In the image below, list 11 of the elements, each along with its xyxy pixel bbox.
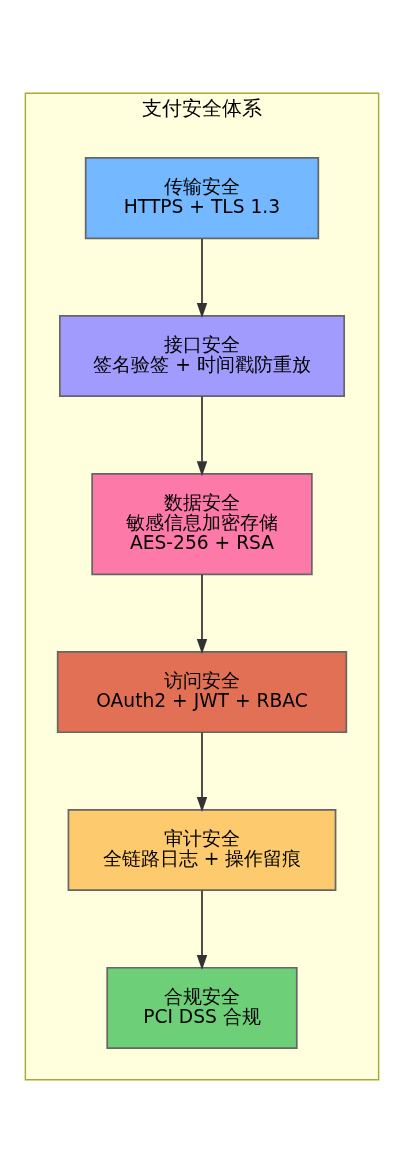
node-box: 合规安全 PCI DSS 合规 [106,966,298,1049]
node-box: 数据安全 敏感信息加密存储 AES-256 + RSA [91,472,313,575]
node-box: 审计安全 全链路日志 + 操作留痕 [67,808,337,891]
arrow [196,237,208,318]
node-box: 接口安全 签名验签 + 时间戳防重放 [59,314,346,397]
arrow [196,889,208,970]
arrow [196,573,208,654]
node-box: 访问安全 OAuth2 + JWT + RBAC [56,650,348,733]
node-box: 传输安全 HTTPS + TLS 1.3 [84,156,320,239]
arrow [196,731,208,812]
arrow [196,395,208,476]
